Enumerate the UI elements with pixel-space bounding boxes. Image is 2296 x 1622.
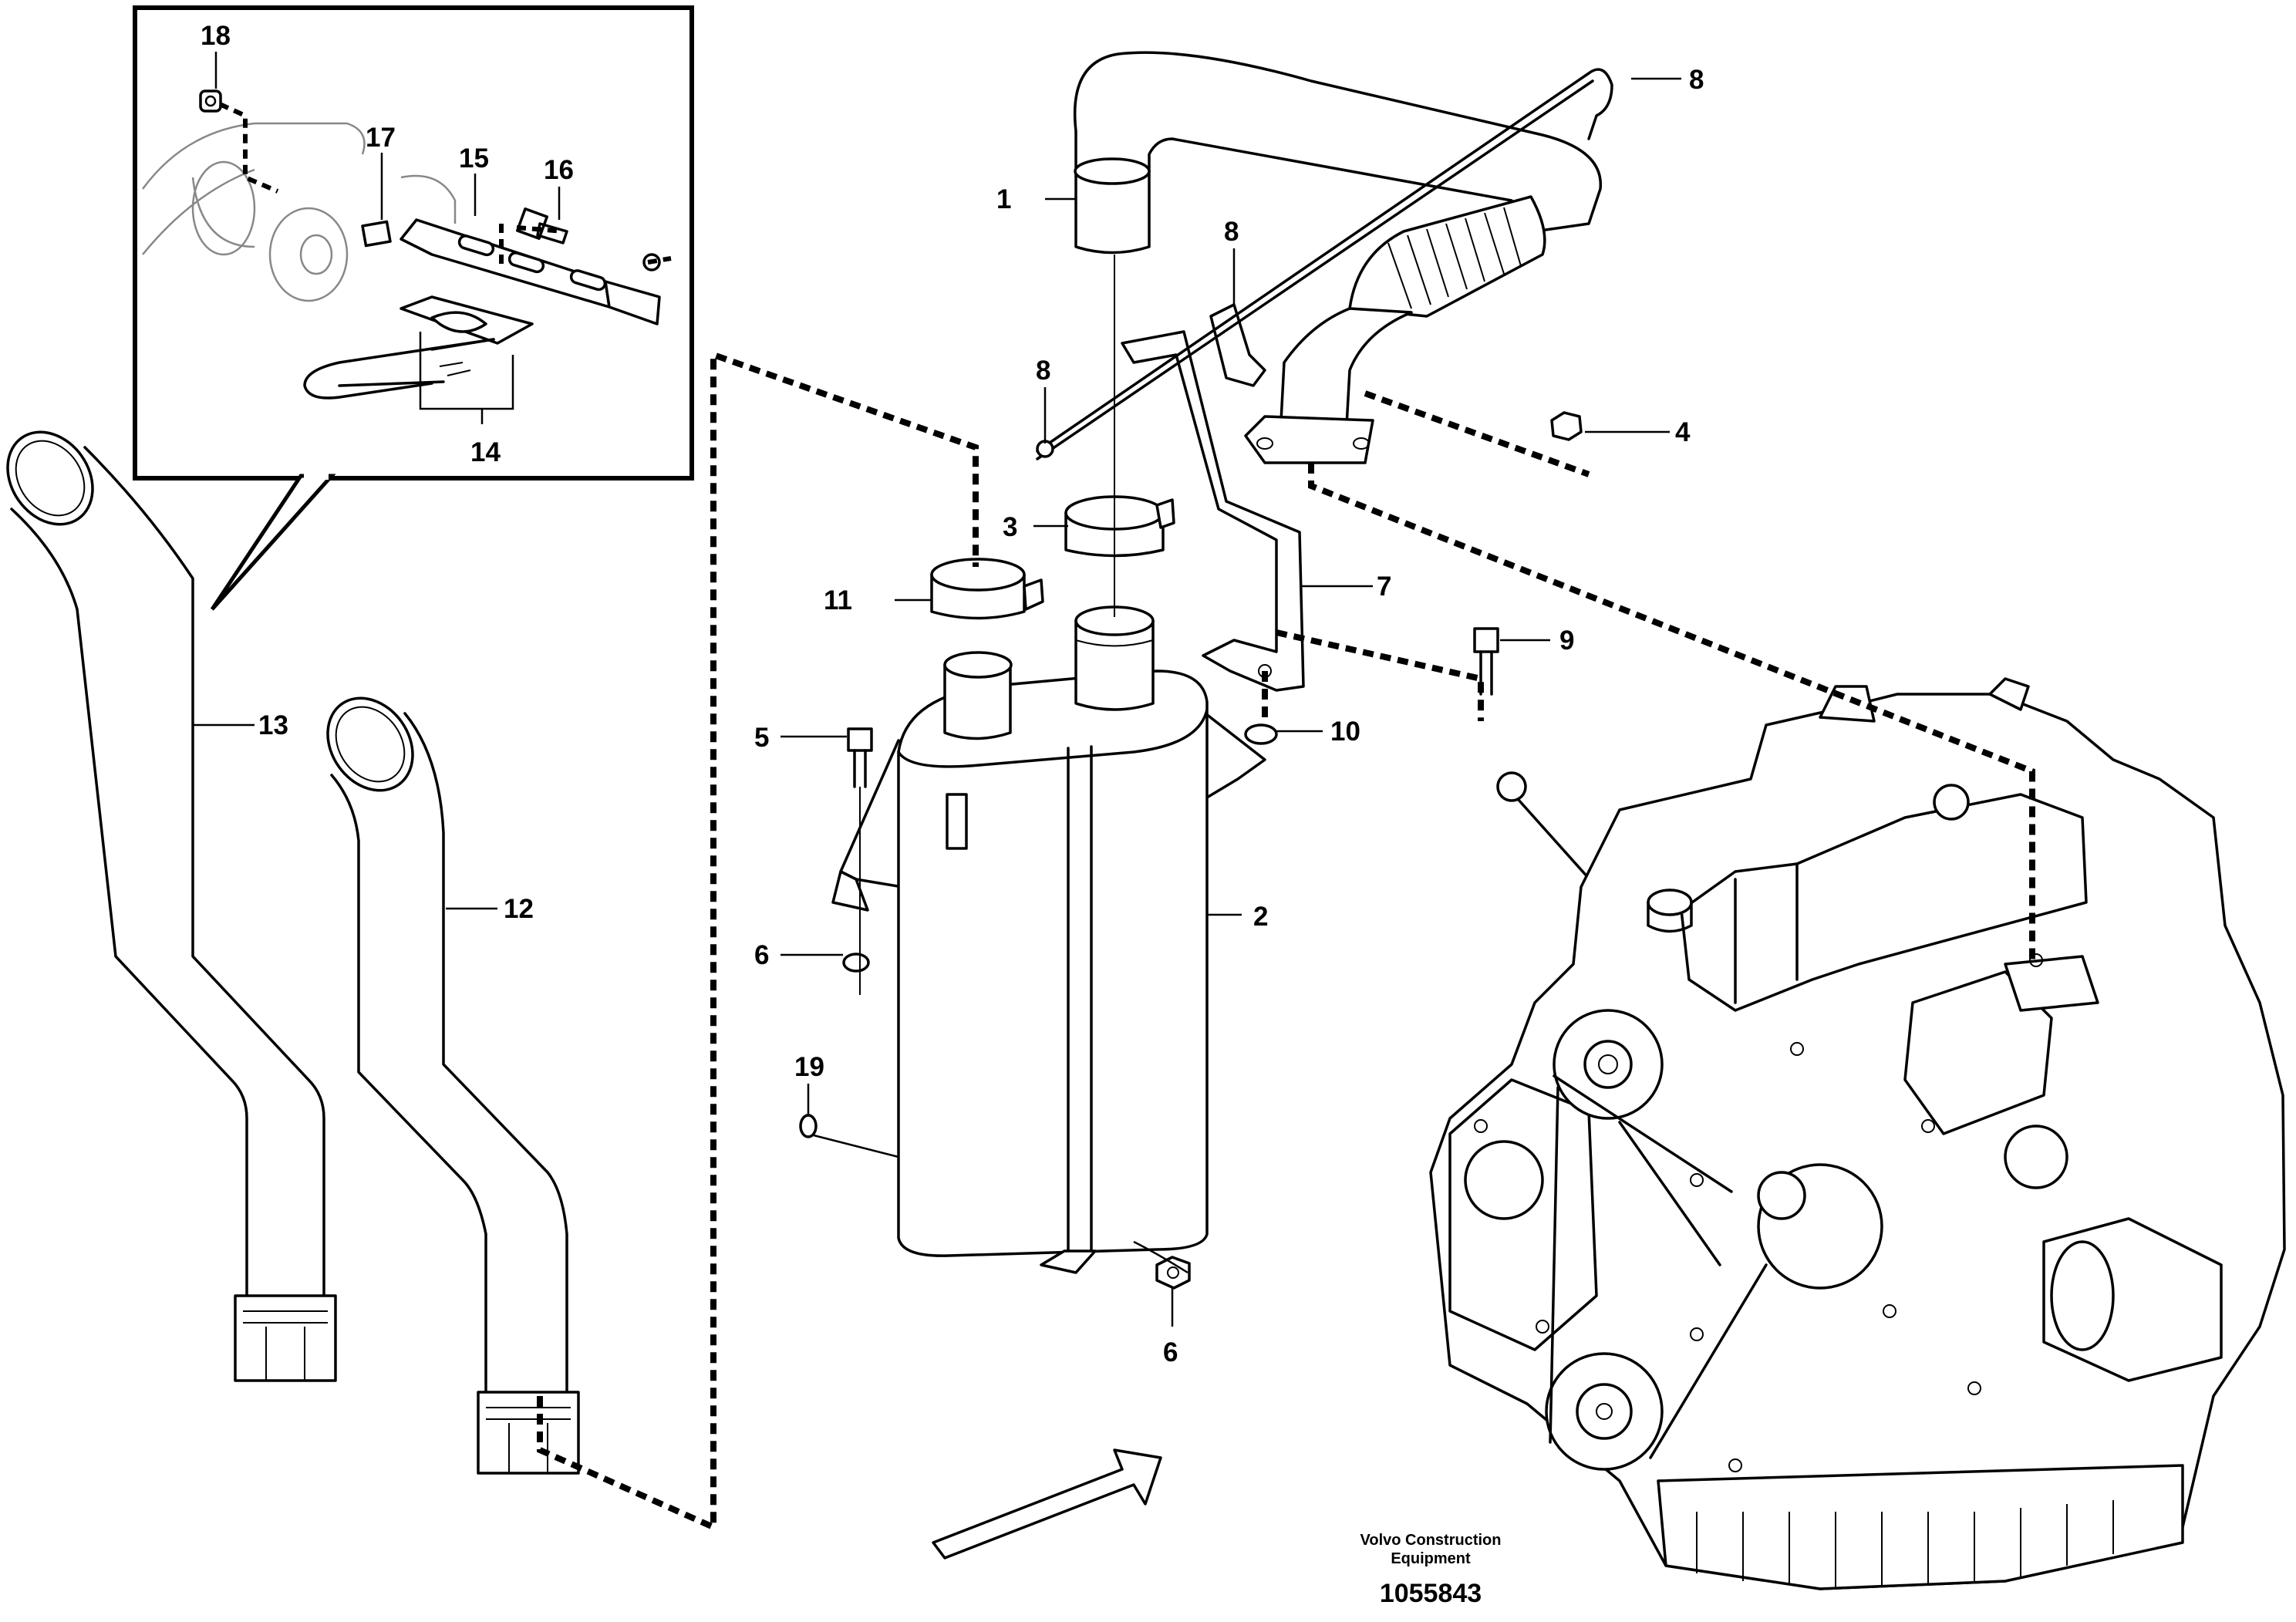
support-bracket — [1121, 303, 1305, 692]
callout-11: 11 — [824, 585, 852, 615]
callout-6-upper: 6 — [754, 940, 769, 970]
callout-5: 5 — [754, 723, 769, 753]
tailpipe-12 — [326, 696, 580, 1475]
callout-16: 16 — [544, 155, 574, 185]
callout-8-ubolt: 8 — [1689, 65, 1704, 95]
assembly-direction-arrow — [932, 1448, 1162, 1560]
callout-17: 17 — [366, 123, 396, 153]
callout-8-bracket: 8 — [1224, 217, 1239, 247]
document-number: 1055843 — [1380, 1579, 1482, 1608]
clamp-3 — [1064, 495, 1175, 558]
engine-block — [1429, 677, 2286, 1590]
callout-labels: 1 2 3 4 5 6 6 7 8 8 8 9 10 11 12 13 14 1… — [201, 21, 1704, 1367]
callout-10: 10 — [1330, 717, 1360, 747]
exhaust-elbow — [1074, 51, 1602, 464]
callout-4: 4 — [1675, 417, 1691, 447]
callout-19: 19 — [794, 1052, 824, 1082]
brand-line-1: Volvo Construction — [1360, 1532, 1502, 1549]
brand-line-2: Equipment — [1391, 1550, 1471, 1567]
leader-lines — [193, 77, 1681, 1327]
callout-12: 12 — [504, 894, 534, 924]
callout-2: 2 — [1253, 902, 1268, 932]
callout-14: 14 — [470, 437, 501, 467]
drawing-footer: Volvo Construction Equipment 1055843 — [1360, 1532, 1502, 1608]
callout-9: 9 — [1559, 626, 1574, 656]
callout-3: 3 — [1003, 512, 1017, 542]
callout-1: 1 — [996, 184, 1011, 214]
assembly-lines — [537, 350, 2035, 1533]
muffler — [831, 605, 1266, 1274]
callout-6-lower: 6 — [1163, 1337, 1178, 1367]
detail-inset — [133, 5, 694, 611]
callout-18: 18 — [201, 21, 231, 51]
clamp-11 — [930, 558, 1044, 620]
callout-15: 15 — [459, 143, 489, 174]
callout-7: 7 — [1377, 572, 1391, 602]
callout-8-nut: 8 — [1036, 356, 1050, 386]
hardware — [799, 255, 1583, 1290]
tailpipe-13 — [6, 430, 337, 1382]
callout-13: 13 — [258, 710, 288, 740]
u-bolt — [1036, 68, 1613, 460]
